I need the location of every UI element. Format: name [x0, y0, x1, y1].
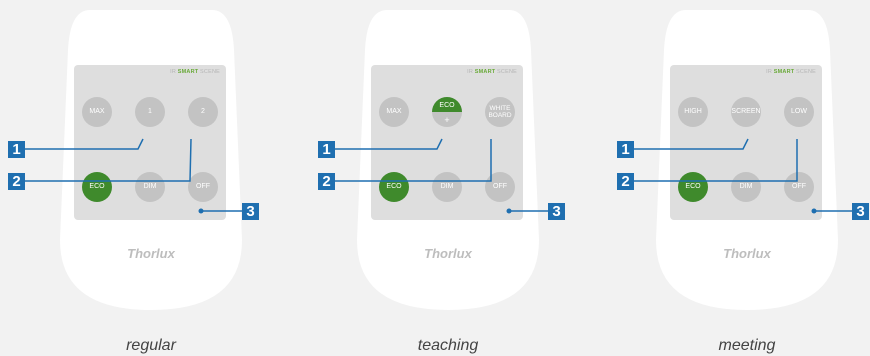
eco-button[interactable]: ECO: [82, 172, 112, 202]
smart-scene-label: IR SMART SCENE: [170, 69, 220, 75]
off-button[interactable]: OFF: [485, 172, 515, 202]
remote-regular: IR SMART SCENE MAX 1 2 ECO DIM OFF Thorl…: [60, 10, 242, 310]
eco-plus-button[interactable]: ECO +: [432, 97, 462, 127]
whiteboard-button[interactable]: WHITE BOARD: [485, 97, 515, 127]
button-panel: IR SMART SCENE MAX ECO + WHITE BOARD ECO…: [371, 65, 523, 220]
caption-regular: regular: [126, 337, 176, 354]
callout-dot: [811, 208, 817, 214]
callout-line-2: [634, 139, 798, 182]
scene-2-button[interactable]: 2: [188, 97, 218, 127]
callout-badge-3: 3: [242, 203, 259, 220]
max-button[interactable]: MAX: [82, 97, 112, 127]
max-button[interactable]: MAX: [379, 97, 409, 127]
callout-line-2: [335, 139, 492, 182]
remote-teaching: IR SMART SCENE MAX ECO + WHITE BOARD ECO…: [357, 10, 539, 310]
off-button[interactable]: OFF: [784, 172, 814, 202]
callout-line-1: [25, 138, 144, 150]
high-button[interactable]: HIGH: [678, 97, 708, 127]
dim-button[interactable]: DIM: [432, 172, 462, 202]
callout-dot: [506, 208, 512, 214]
button-panel: IR SMART SCENE MAX 1 2 ECO DIM OFF: [74, 65, 226, 220]
callout-line-2: [25, 138, 192, 182]
eco-plus-top: ECO: [432, 97, 462, 112]
callout-badge-1: 1: [318, 141, 335, 158]
smart-scene-label: IR SMART SCENE: [766, 69, 816, 75]
screen-button[interactable]: SCREEN: [731, 97, 761, 127]
off-button[interactable]: OFF: [188, 172, 218, 202]
callout-badge-3: 3: [548, 203, 565, 220]
callout-badge-3: 3: [852, 203, 869, 220]
callout-badge-1: 1: [8, 141, 25, 158]
plus-icon: +: [444, 114, 450, 125]
callout-line-1: [335, 138, 443, 150]
callout-line-1: [634, 138, 749, 150]
remote-meeting: IR SMART SCENE HIGH SCREEN LOW ECO DIM O…: [656, 10, 838, 310]
brand-logo: Thorlux: [723, 246, 771, 261]
low-button[interactable]: LOW: [784, 97, 814, 127]
scene-1-button[interactable]: 1: [135, 97, 165, 127]
dim-button[interactable]: DIM: [135, 172, 165, 202]
callout-dot: [198, 208, 204, 214]
brand-logo: Thorlux: [424, 246, 472, 261]
eco-button[interactable]: ECO: [678, 172, 708, 202]
smart-scene-label: IR SMART SCENE: [467, 69, 517, 75]
brand-logo: Thorlux: [127, 246, 175, 261]
dim-button[interactable]: DIM: [731, 172, 761, 202]
callout-badge-2: 2: [8, 173, 25, 190]
caption-teaching: teaching: [417, 337, 479, 354]
caption-meeting: meeting: [718, 337, 776, 354]
eco-button[interactable]: ECO: [379, 172, 409, 202]
callout-badge-2: 2: [318, 173, 335, 190]
callout-badge-2: 2: [617, 173, 634, 190]
callout-badge-1: 1: [617, 141, 634, 158]
